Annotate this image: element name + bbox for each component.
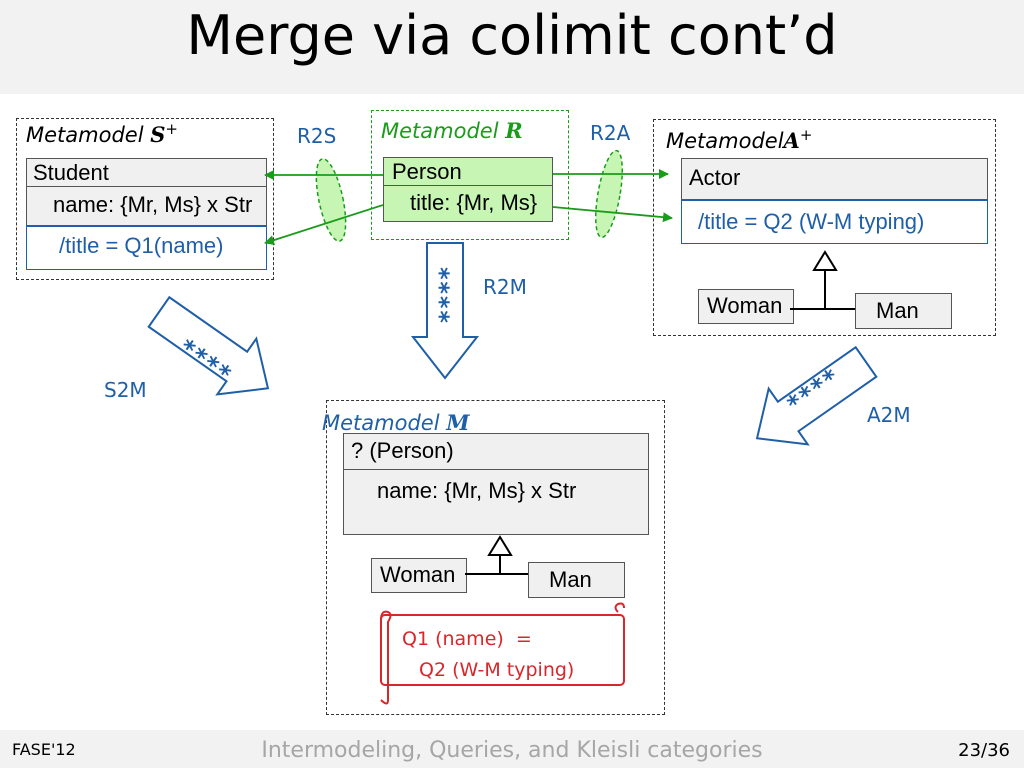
metamodel-m-box [326, 400, 665, 715]
class-student-divider [27, 186, 266, 187]
class-woman-m-name: Woman [380, 562, 456, 587]
class-man-m-name: Man [549, 567, 592, 592]
metamodel-m-letter: M [446, 410, 470, 435]
page-number: 23/36 [958, 740, 1010, 761]
r2s-attr-mapping-arrow [264, 204, 384, 246]
generalization-a [790, 250, 855, 310]
a2m-arrow [755, 345, 878, 446]
r2a-attr-mapping-arrow [552, 206, 673, 223]
metamodel-s-label: Metamodel S+ [26, 120, 178, 147]
metamodel-r-prefix: Metamodel [381, 119, 499, 143]
class-merged-person: ? (Person) name: {Mr, Ms} x Str [343, 433, 649, 535]
class-man-a-name: Man [876, 298, 919, 323]
r2m-label: R2M [483, 275, 527, 299]
class-actor-name: Actor [689, 165, 741, 190]
metamodel-m-label: Metamodel M [322, 410, 469, 435]
constraint-scroll [380, 602, 625, 705]
title-bar [0, 0, 1024, 94]
s2m-arrow [147, 295, 270, 396]
class-actor: Actor [681, 158, 988, 200]
metamodel-a-label: MetamodelA+ [666, 126, 812, 153]
metamodel-r-letter: R [505, 118, 523, 143]
class-actor-derived-attr: /title = Q2 (W-M typing) [698, 209, 925, 234]
class-woman-a: Woman [698, 289, 794, 324]
r2a-label: R2A [590, 121, 631, 145]
footer-talk-title: Intermodeling, Queries, and Kleisli cate… [261, 738, 763, 763]
class-person: Person title: {Mr, Ms} [383, 157, 553, 222]
metamodel-a-sup: + [799, 126, 813, 144]
metamodel-a-prefix: Metamodel [666, 129, 784, 153]
r2a-span-ellipse [594, 149, 624, 239]
class-student-derived: /title = Q1(name) [26, 226, 267, 270]
constraint-line-2: Q2 (W-M typing) [419, 659, 575, 681]
metamodel-r-label: Metamodel R [381, 118, 523, 143]
r2m-arrow [410, 242, 480, 380]
class-merged-person-name: ? (Person) [351, 438, 454, 463]
class-student-attr: name: {Mr, Ms} x Str [53, 192, 253, 217]
a2m-label: A2M [867, 403, 911, 427]
constraint-line-1: Q1 (name) = [402, 628, 532, 650]
class-student-derived-attr: /title = Q1(name) [59, 233, 224, 258]
metamodel-s-box [16, 118, 274, 280]
class-person-attr: title: {Mr, Ms} [410, 190, 538, 215]
class-student-name: Student [33, 160, 109, 185]
metamodel-a-box [653, 119, 996, 336]
slide-title: Merge via colimit cont’d [186, 4, 838, 67]
s2m-label: S2M [104, 378, 147, 402]
metamodel-s-sup: + [165, 120, 178, 138]
r2s-span-ellipse [315, 158, 347, 242]
metamodel-s-letter: S [150, 122, 166, 147]
r2s-label: R2S [297, 124, 337, 148]
class-man-a: Man [855, 293, 952, 329]
class-actor-derived: /title = Q2 (W-M typing) [681, 200, 988, 244]
footer-conference: FASE'12 [12, 740, 76, 759]
class-merged-person-divider [344, 469, 648, 470]
generalization-m [465, 535, 528, 575]
footer-bar [0, 730, 1024, 768]
class-student: Student name: {Mr, Ms} x Str [26, 158, 267, 226]
metamodel-s-prefix: Metamodel [26, 123, 144, 147]
class-person-name: Person [392, 159, 462, 184]
class-woman-m: Woman [371, 558, 467, 593]
class-merged-person-attr: name: {Mr, Ms} x Str [377, 478, 577, 503]
class-man-m: Man [528, 562, 625, 598]
metamodel-m-prefix: Metamodel [322, 411, 440, 435]
r2m-stars: **** [426, 266, 454, 324]
class-person-divider [384, 185, 552, 186]
metamodel-a-letter: A [783, 128, 800, 153]
class-woman-a-name: Woman [707, 293, 783, 318]
